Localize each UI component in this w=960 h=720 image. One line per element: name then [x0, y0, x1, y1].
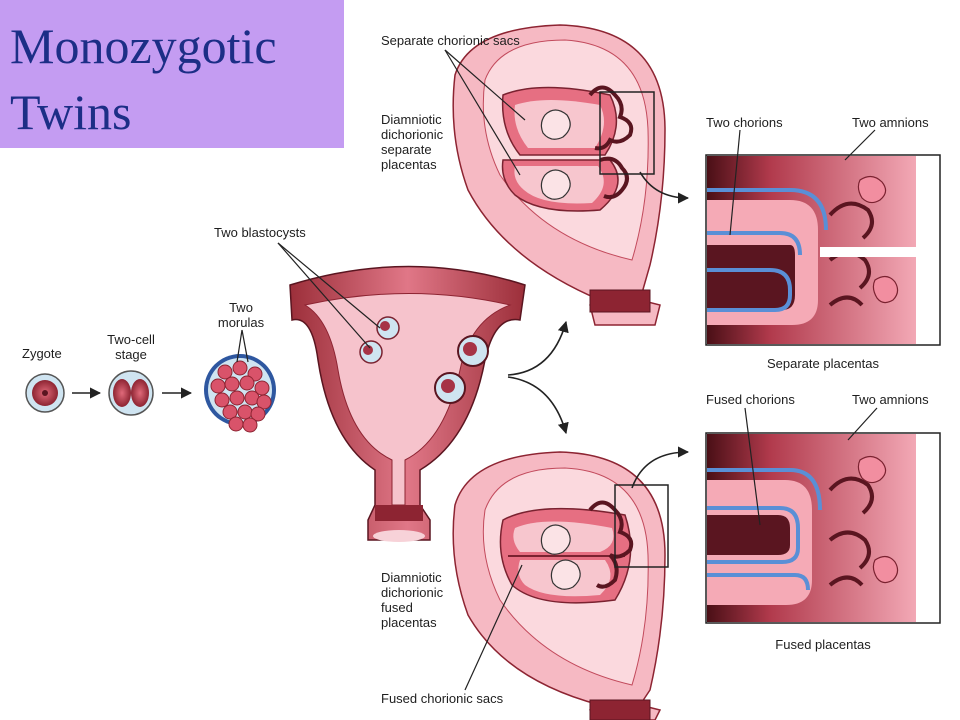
detail-fused-placentas: [705, 432, 941, 624]
morula-cell: [229, 390, 245, 406]
morula-cell: [250, 406, 266, 422]
uterus-fused-placentas: [452, 451, 669, 720]
label-zygote: Zygote: [22, 346, 62, 361]
label-diamniotic-bottom-2: dichorionic: [381, 585, 444, 600]
morula-cell: [237, 404, 253, 420]
morula-cell: [239, 375, 255, 391]
label-two-morulas-2: morulas: [217, 315, 265, 330]
zygote: [25, 373, 65, 413]
title-line-1: Monozygotic: [10, 18, 277, 74]
morula-cell: [256, 394, 272, 410]
uterus-separate-placentas: [452, 24, 666, 326]
leader-separate-sacs-a: [444, 49, 526, 121]
detail-separate-placentas: [705, 154, 941, 346]
morula-cell: [224, 376, 240, 392]
label-two-amnions-top: Two amnions: [852, 115, 929, 130]
two-cell-stage: [108, 370, 154, 416]
leader-two-amnions-top: [844, 129, 876, 161]
leader-morulas-b: [241, 329, 249, 363]
label-two-morulas-1: Two: [229, 300, 253, 315]
leader-fused-chorions: [744, 407, 761, 526]
label-fused-chorions: Fused chorions: [706, 392, 795, 407]
label-two-cell-stage-2: stage: [115, 347, 147, 362]
morula-cell: [232, 360, 248, 376]
leader-blastocysts-a: [277, 242, 381, 329]
leader-morulas-a: [236, 329, 243, 363]
two-blastocysts: [359, 316, 489, 404]
morula-cell: [222, 404, 238, 420]
arrow-to-separate-placentas: [507, 320, 569, 376]
arrow-to-top-detail: [639, 171, 690, 204]
morula-cell: [217, 364, 233, 380]
label-two-chorions: Two chorions: [706, 115, 783, 130]
arrow-to-fused-placentas: [507, 376, 569, 435]
label-diamniotic-top-4: placentas: [381, 157, 437, 172]
morula-cell: [242, 417, 258, 433]
morula-cell: [214, 392, 230, 408]
label-diamniotic-bottom-4: placentas: [381, 615, 437, 630]
leader-fused-sacs: [464, 564, 523, 691]
label-separate-chorionic-sacs: Separate chorionic sacs: [381, 33, 520, 48]
label-diamniotic-top-1: Diamniotic: [381, 112, 442, 127]
morula-cell: [228, 416, 244, 432]
label-diamniotic-top-3: separate: [381, 142, 432, 157]
label-two-cell-stage-1: Two-cell: [107, 332, 155, 347]
arrow-to-bottom-detail: [631, 446, 690, 489]
label-diamniotic-bottom-1: Diamniotic: [381, 570, 442, 585]
leader-separate-sacs-b: [444, 49, 521, 176]
label-separate-placentas: Separate placentas: [766, 356, 880, 371]
label-fused-chorionic-sacs: Fused chorionic sacs: [381, 691, 504, 706]
title-line-2: Twins: [10, 84, 132, 140]
leader-two-chorions: [729, 129, 741, 236]
leader-blastocysts-b: [277, 242, 371, 349]
label-two-amnions-bottom: Two amnions: [852, 392, 929, 407]
title-panel: Monozygotic Twins: [0, 0, 344, 148]
label-fused-placentas: Fused placentas: [775, 637, 871, 652]
leader-two-amnions-bottom: [847, 407, 878, 441]
label-two-blastocysts: Two blastocysts: [214, 225, 306, 240]
two-morulas: [204, 354, 276, 433]
label-diamniotic-top-2: dichorionic: [381, 127, 444, 142]
label-diamniotic-bottom-3: fused: [381, 600, 413, 615]
morula-cell: [210, 378, 226, 394]
